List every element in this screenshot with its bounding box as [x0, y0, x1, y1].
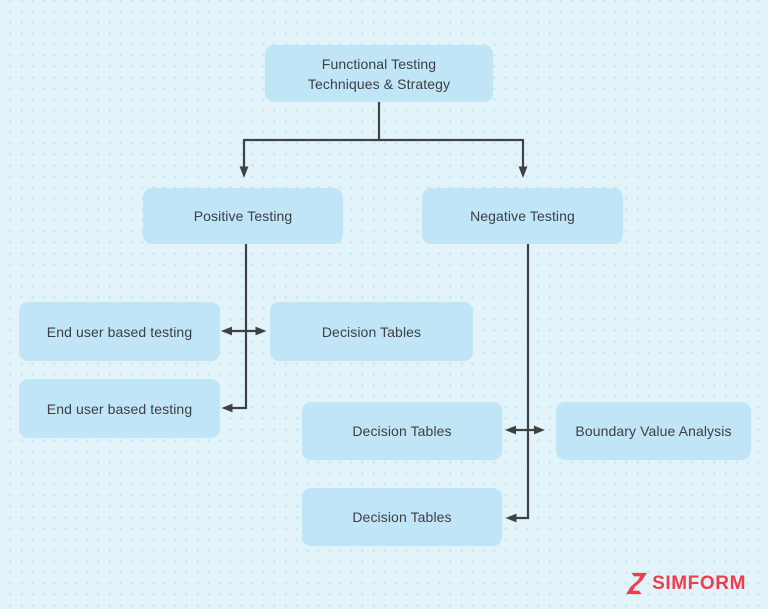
root-label-line1: Functional Testing [321, 55, 437, 72]
connector-positive-stem [232, 243, 248, 410]
arrowhead-left-decisiontables2 [505, 425, 516, 435]
root-label-line2: Techniques & Strategy [307, 75, 451, 92]
arrowhead-down-positive [239, 166, 249, 178]
node-label: Negative Testing [470, 208, 575, 224]
simform-s-icon [626, 572, 647, 595]
arrowhead-right-decisiontables1 [255, 326, 267, 336]
node-decision-tables-1: Decision Tables [270, 302, 473, 361]
node-label: Positive Testing [193, 208, 293, 224]
node-end-user-based-testing-2: End user based testing [19, 379, 220, 438]
simform-logo: SIMFORM [624, 571, 746, 596]
node-label: Decision Tables [352, 423, 452, 439]
simform-logo-text: SIMFORM [652, 572, 746, 594]
arrowhead-left-enduser1 [221, 326, 232, 336]
node-label: Boundary Value Analysis [575, 423, 732, 439]
node-label: End user based testing [46, 323, 193, 340]
arrowhead-left-enduser2 [221, 403, 233, 413]
arrowhead-left-decisiontables3 [505, 513, 517, 523]
node-boundary-value-analysis: Boundary Value Analysis [556, 402, 751, 460]
arrowhead-down-negative [518, 166, 528, 178]
connector-negative-stem [516, 243, 530, 520]
arrowhead-right-boundary [534, 425, 545, 435]
node-end-user-based-testing-1: End user based testing [19, 302, 220, 361]
node-functional-testing-root: Functional Testing Techniques & Strategy [265, 45, 493, 102]
node-label: Decision Tables [321, 323, 422, 340]
node-positive-testing: Positive Testing [143, 188, 343, 244]
node-decision-tables-3: Decision Tables [302, 488, 502, 546]
node-negative-testing: Negative Testing [422, 188, 623, 244]
node-label: End user based testing [46, 400, 193, 417]
node-label: Decision Tables [352, 509, 452, 525]
node-decision-tables-2: Decision Tables [302, 402, 502, 460]
